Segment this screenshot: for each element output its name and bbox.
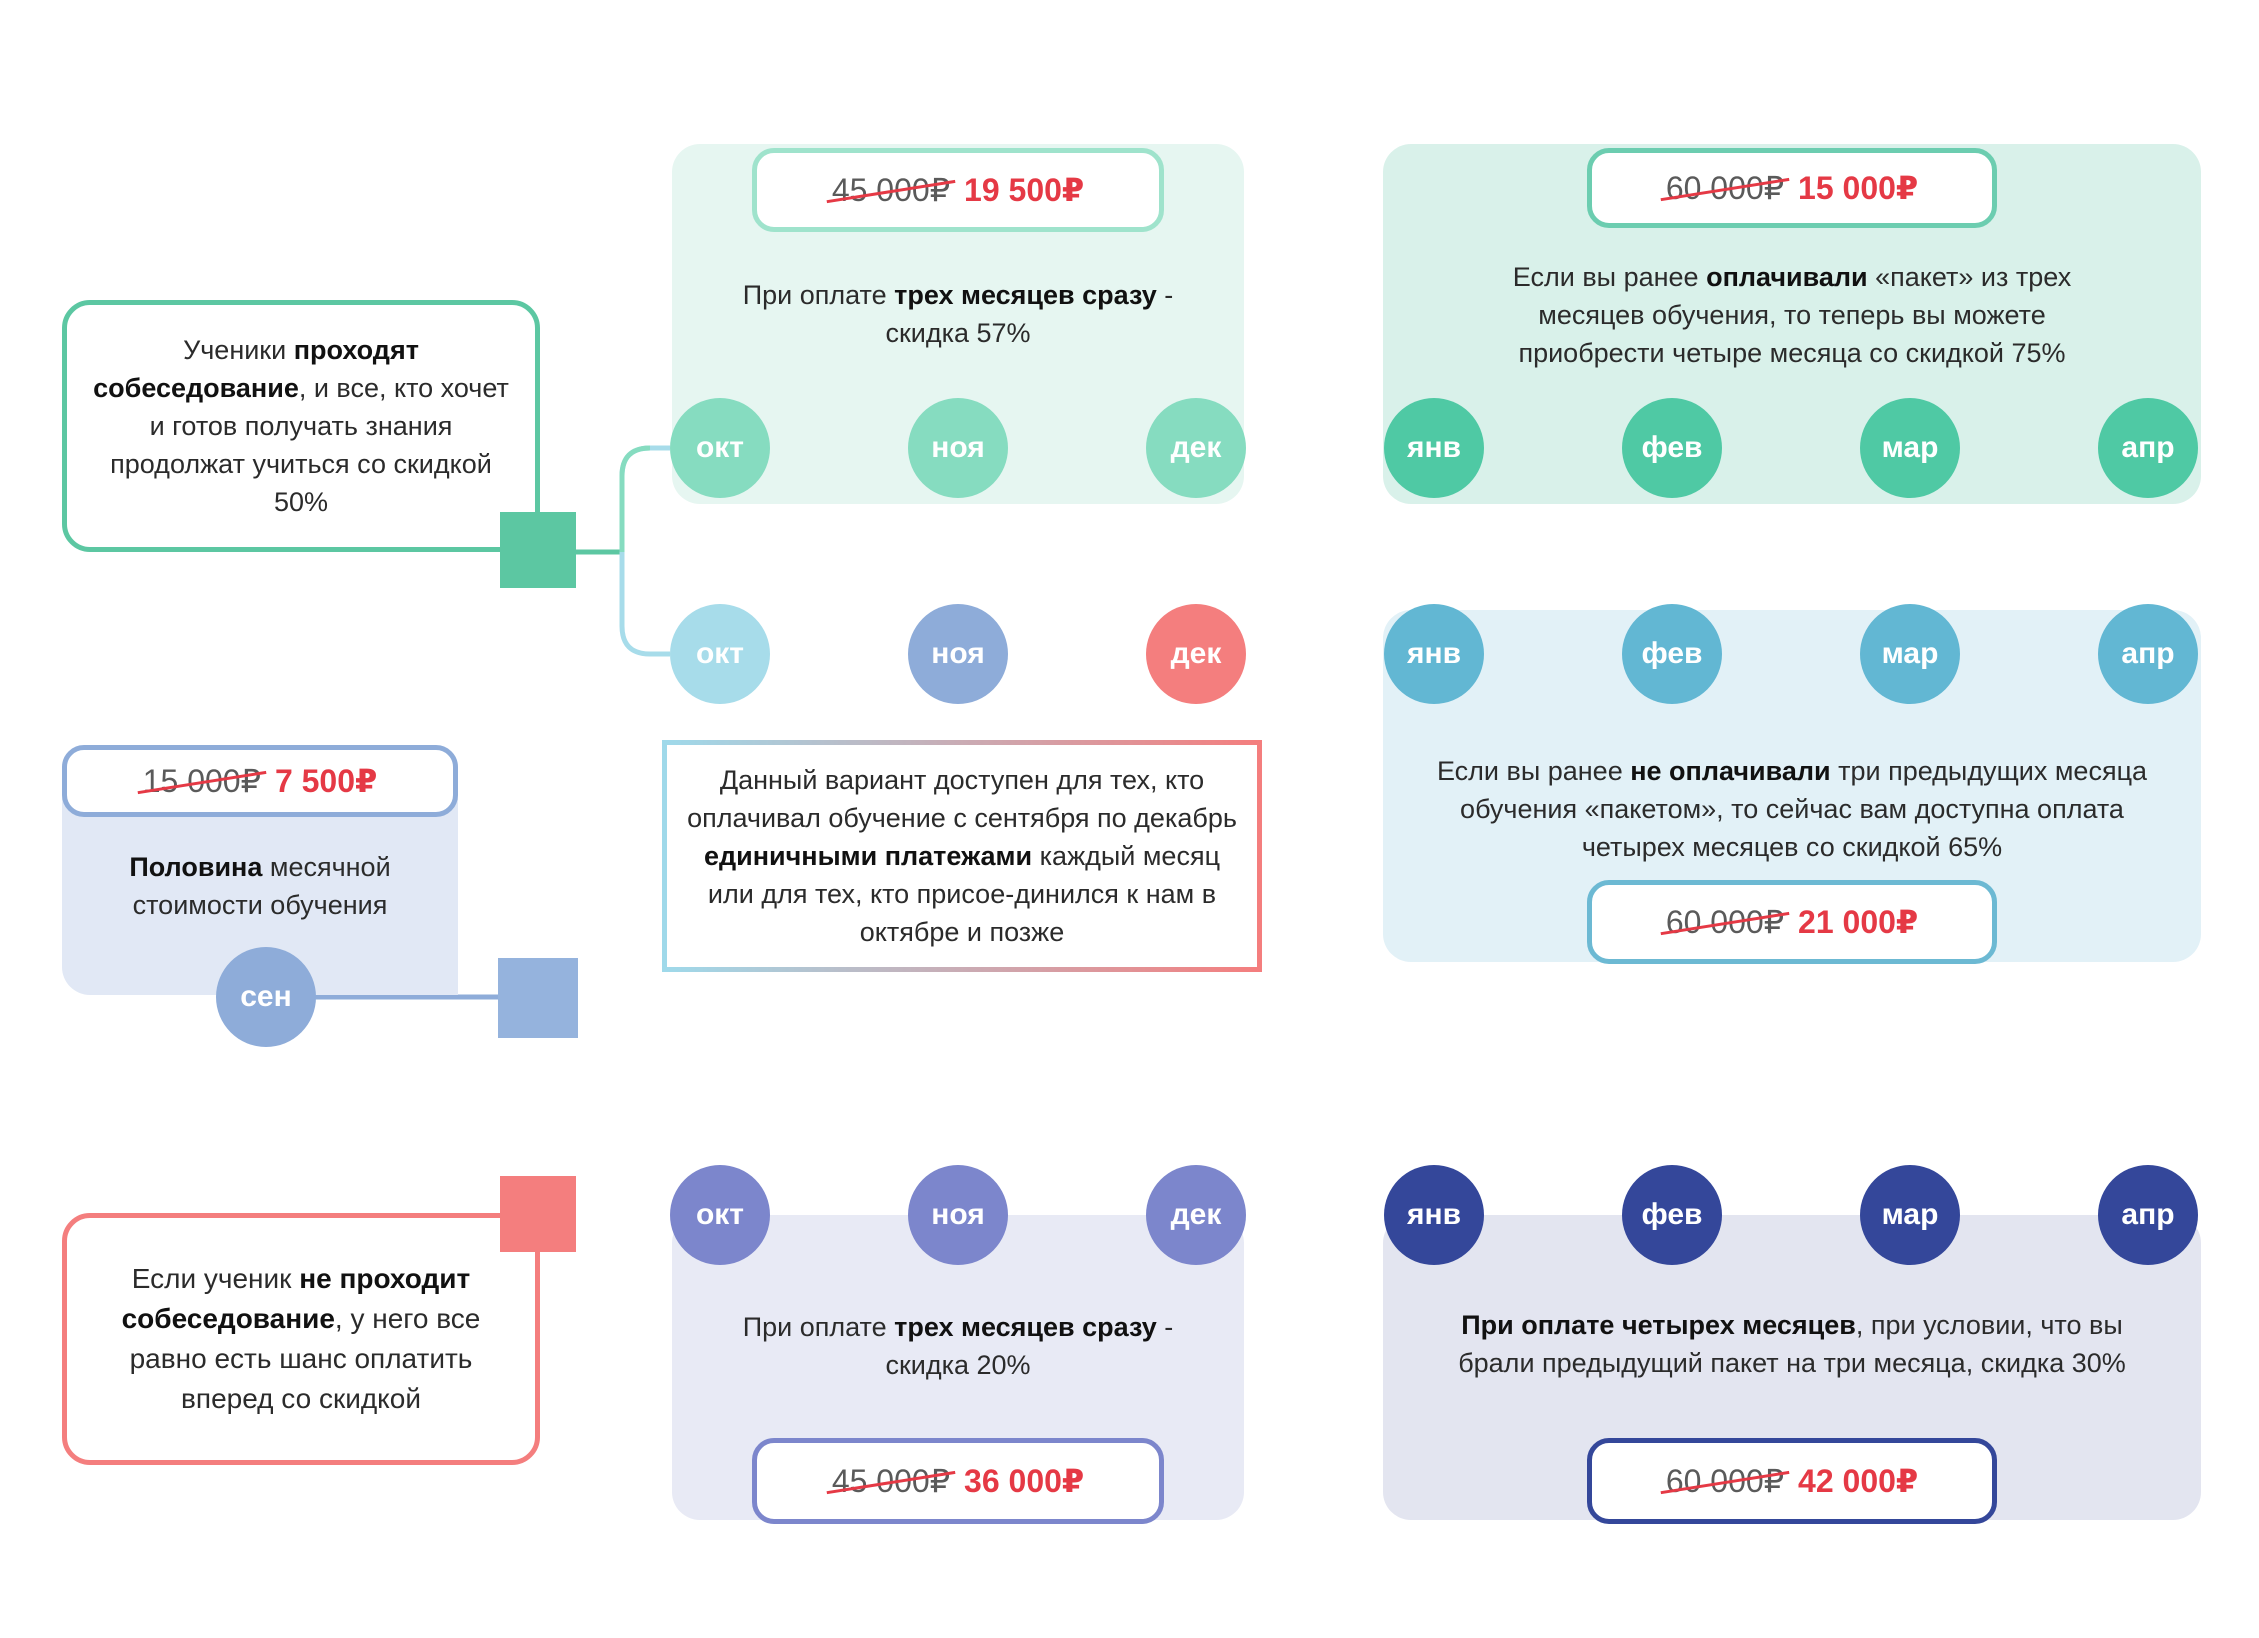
month-circle-jan: янв	[1384, 1165, 1484, 1265]
box-single-payments: Данный вариант доступен для тех, кто опл…	[662, 740, 1262, 972]
four-months-green-description: Если вы ранее оплачивали «пакет» из трех…	[1512, 262, 2072, 368]
box-pass-interview-text: Ученики проходят собеседование, и все, к…	[93, 335, 509, 517]
month-circle-dec: дек	[1146, 1165, 1246, 1265]
month-circle-mar: мар	[1860, 604, 1960, 704]
month-circle-sep: сен	[216, 947, 316, 1047]
box-pass-interview: Ученики проходят собеседование, и все, к…	[62, 300, 540, 552]
sep-description: Половина месячной стоимости обучения	[129, 852, 391, 920]
node-square-green	[500, 512, 576, 588]
price-tag-four-months-teal: 60 000₽ 21 000₽	[1587, 880, 1997, 964]
box-single-payments-text: Данный вариант доступен для тех, кто опл…	[687, 765, 1237, 947]
old-price: 45 000₽	[831, 172, 951, 208]
new-price: 36 000₽	[964, 1463, 1085, 1499]
price-tag-three-months-indigo: 45 000₽ 36 000₽	[752, 1438, 1164, 1524]
three-months-indigo-description: При оплате трех месяцев сразу - скидка 2…	[742, 1312, 1174, 1380]
month-circle-nov: ноя	[908, 1165, 1008, 1265]
price-tag-sep: 15 000₽ 7 500₽	[62, 745, 458, 817]
new-price: 15 000₽	[1798, 170, 1919, 206]
month-circle-dec: дек	[1146, 604, 1246, 704]
month-circle-oct: окт	[670, 604, 770, 704]
new-price: 21 000₽	[1798, 904, 1919, 940]
month-circle-apr: апр	[2098, 1165, 2198, 1265]
month-circle-dec: дек	[1146, 398, 1246, 498]
node-square-red	[500, 1176, 576, 1252]
month-circle-apr: апр	[2098, 398, 2198, 498]
old-price: 60 000₽	[1665, 1463, 1785, 1499]
box-fail-interview: Если ученик не проходит собеседование, у…	[62, 1213, 540, 1465]
three-months-green-description: При оплате трех месяцев сразу - скидка 5…	[742, 280, 1174, 348]
new-price: 42 000₽	[1798, 1463, 1919, 1499]
month-circle-nov: ноя	[908, 398, 1008, 498]
month-circle-oct: окт	[670, 398, 770, 498]
new-price: 7 500₽	[274, 763, 378, 799]
price-tag-three-months-green: 45 000₽ 19 500₽	[752, 148, 1164, 232]
month-circle-feb: фев	[1622, 604, 1722, 704]
box-fail-interview-text: Если ученик не проходит собеседование, у…	[121, 1263, 481, 1414]
month-circle-oct: окт	[670, 1165, 770, 1265]
four-months-teal-description: Если вы ранее не оплачивали три предыдущ…	[1436, 756, 2148, 862]
month-circle-nov: ноя	[908, 604, 1008, 704]
price-tag-four-months-navy: 60 000₽ 42 000₽	[1587, 1438, 1997, 1524]
new-price: 19 500₽	[964, 172, 1085, 208]
month-circle-jan: янв	[1384, 398, 1484, 498]
month-circle-mar: мар	[1860, 1165, 1960, 1265]
old-price: 15 000₽	[142, 763, 261, 799]
month-circle-feb: фев	[1622, 398, 1722, 498]
month-circle-mar: мар	[1860, 398, 1960, 498]
four-months-navy-description: При оплате четырех месяцев, при условии,…	[1458, 1310, 2126, 1378]
old-price: 60 000₽	[1665, 170, 1785, 206]
month-circle-feb: фев	[1622, 1165, 1722, 1265]
node-square-blue	[498, 958, 578, 1038]
month-circle-apr: апр	[2098, 604, 2198, 704]
old-price: 60 000₽	[1665, 904, 1785, 940]
month-circle-jan: янв	[1384, 604, 1484, 704]
price-tag-four-months-green: 60 000₽ 15 000₽	[1587, 148, 1997, 228]
old-price: 45 000₽	[831, 1463, 951, 1499]
